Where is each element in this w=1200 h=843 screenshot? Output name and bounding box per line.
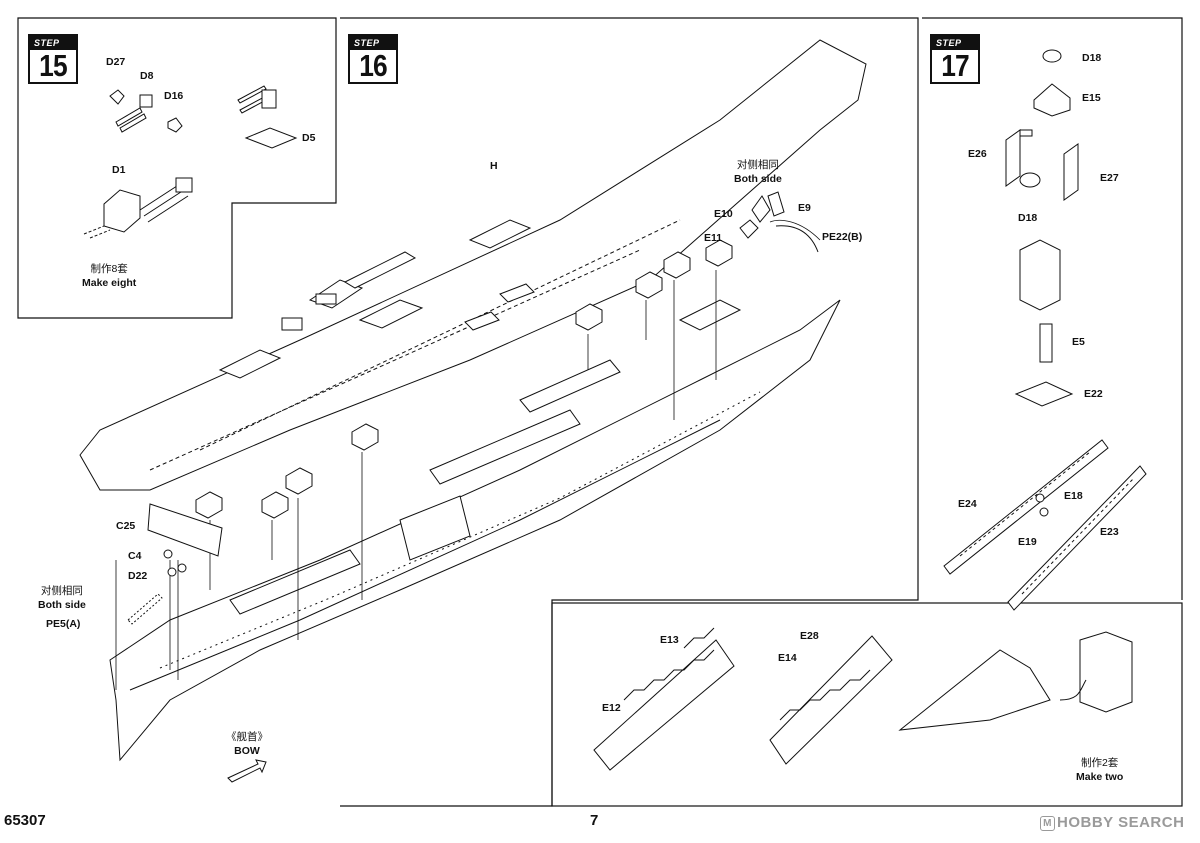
bow-arrow-icon [227, 759, 267, 783]
step16-side-parts [127, 191, 819, 625]
part-label-c25: C25 [116, 520, 136, 532]
bow-note: 《舰首》 BOW [226, 730, 268, 758]
step17-parts [943, 49, 1147, 611]
quantity-note-cn: 制作8套 [90, 263, 128, 275]
part-label-d18-top: D18 [1082, 52, 1102, 64]
part-label-e23: E23 [1100, 526, 1119, 538]
part-label-pe5: PE5(A) [46, 618, 81, 630]
quantity-note-en: Make two [1076, 771, 1124, 783]
step15-quantity-note: 制作8套 Make eight [82, 262, 136, 290]
step-word: STEP [932, 36, 978, 50]
part-label-d5: D5 [302, 132, 316, 144]
hobby-search-logo-icon: M [1040, 816, 1055, 831]
both-side-note-top: 对侧相同 Both side [734, 158, 782, 186]
step16-hull [109, 299, 841, 762]
part-label-e24: E24 [958, 498, 977, 510]
part-label-e28: E28 [800, 630, 819, 642]
part-label-e12: E12 [602, 702, 621, 714]
step-17-badge: STEP 17 [930, 34, 980, 84]
part-label-e15: E15 [1082, 92, 1101, 104]
part-label-e19: E19 [1018, 536, 1037, 548]
part-label-e22: E22 [1084, 388, 1103, 400]
step17-quantity-note: 制作2套 Make two [1076, 756, 1123, 784]
part-label-d8: D8 [140, 70, 154, 82]
both-side-en: Both side [734, 173, 782, 185]
part-label-h: H [490, 160, 498, 172]
bow-en: BOW [234, 745, 260, 757]
part-label-c4: C4 [128, 550, 142, 562]
both-side-cn: 对侧相同 [40, 585, 83, 597]
page-number: 7 [590, 812, 599, 829]
quantity-note-en: Make eight [82, 277, 137, 289]
part-label-e18: E18 [1064, 490, 1083, 502]
step-16-badge: STEP 16 [348, 34, 398, 84]
step16-panel-border [340, 17, 919, 807]
part-label-d16: D16 [164, 90, 184, 102]
part-label-d22: D22 [128, 570, 148, 582]
watermark-text: HOBBY SEARCH [1057, 814, 1185, 831]
step17-panel-border [922, 17, 1183, 600]
part-label-e13: E13 [660, 634, 679, 646]
part-label-e27: E27 [1100, 172, 1119, 184]
part-label-e5: E5 [1072, 336, 1085, 348]
part-label-e26: E26 [968, 148, 987, 160]
step15-gun-parts [83, 85, 298, 239]
step-number: 17 [941, 48, 969, 83]
step-number: 15 [39, 48, 67, 83]
quantity-note-cn: 制作2套 [1080, 757, 1119, 769]
part-label-e10: E10 [714, 208, 733, 220]
product-code: 65307 [4, 812, 46, 829]
part-label-e9: E9 [798, 202, 811, 214]
both-side-note-left: 对侧相同 Both side [38, 584, 86, 612]
bow-cn: 《舰首》 [226, 731, 268, 743]
step-word: STEP [350, 36, 396, 50]
both-side-en: Both side [38, 599, 86, 611]
both-side-cn: 对侧相同 [736, 159, 779, 171]
step-15-badge: STEP 15 [28, 34, 78, 84]
step17-lower-panel-border [551, 602, 1183, 807]
step-word: STEP [30, 36, 76, 50]
step17-lower-parts [593, 627, 1133, 771]
part-label-d1: D1 [112, 164, 126, 176]
step16-turrets [195, 239, 733, 519]
step16-flight-deck [79, 39, 867, 491]
step-number: 16 [359, 48, 387, 83]
part-label-pe22: PE22(B) [822, 231, 863, 243]
part-label-e11: E11 [704, 232, 723, 244]
part-label-d18-bottom: D18 [1018, 212, 1038, 224]
part-label-e14: E14 [778, 652, 797, 664]
step16-leader-lines [115, 219, 821, 690]
step15-panel-border [17, 17, 337, 319]
part-label-d27: D27 [106, 56, 126, 68]
